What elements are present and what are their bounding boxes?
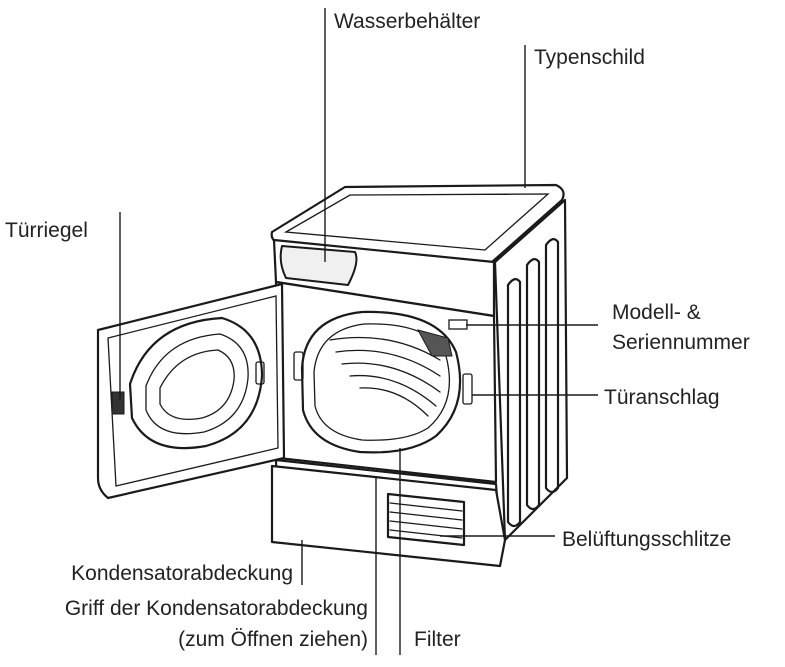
water-container[interactable] — [279, 245, 358, 286]
top-lid — [270, 183, 565, 264]
label-filter: Filter — [414, 628, 461, 651]
label-tuerriegel: Türriegel — [5, 219, 88, 242]
label-wasserbehaelter: Wasserbehälter — [334, 10, 480, 33]
side-ribs — [506, 238, 560, 528]
leader-lines — [119, 8, 598, 655]
vent-slots — [386, 492, 466, 547]
label-modell-line2: Seriennummer — [612, 331, 750, 354]
label-tueranschlag: Türanschlag — [604, 386, 720, 409]
cabinet-hinge-slot — [293, 351, 304, 381]
label-griff-line1: Griff der Kondensatorabdeckung — [65, 597, 368, 620]
label-modell-line1: Modell- & — [612, 301, 701, 324]
open-door[interactable] — [96, 282, 286, 500]
door-latch[interactable] — [111, 391, 125, 415]
dryer-illustration — [96, 183, 569, 568]
door-stop-slot — [462, 373, 473, 405]
label-griff-line2: (zum Öffnen ziehen) — [178, 628, 368, 651]
label-typenschild: Typenschild — [534, 46, 645, 69]
label-kondensator: Kondensatorabdeckung — [71, 562, 293, 585]
drum-vent — [329, 329, 453, 417]
label-belueftung: Belüftungsschlitze — [562, 528, 731, 551]
